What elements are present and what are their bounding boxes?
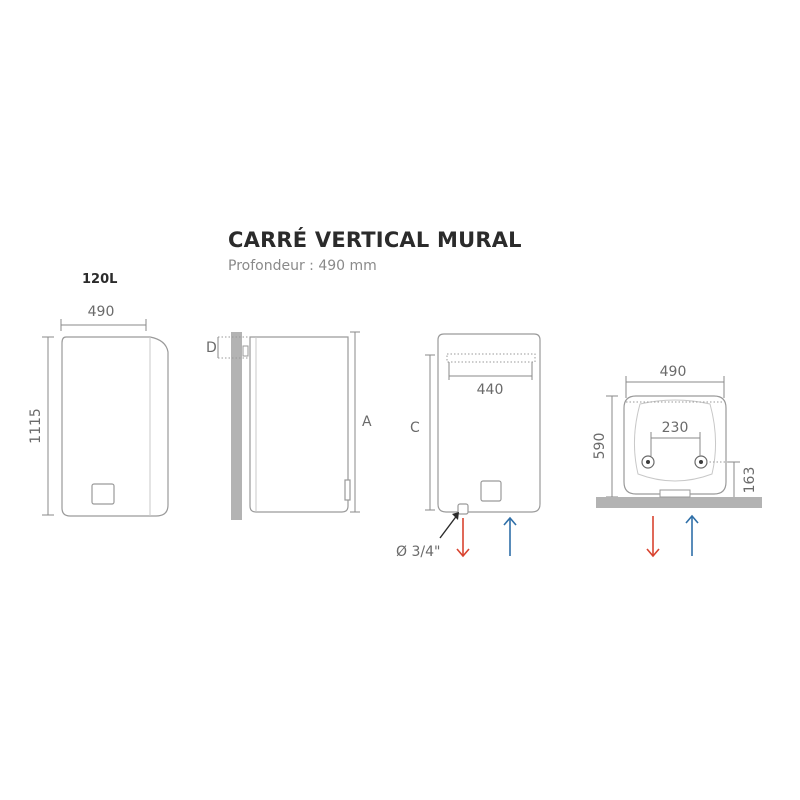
side-view: D A: [206, 331, 372, 520]
back-pipe-leader-head: [452, 512, 459, 520]
bottom-floor: [596, 497, 762, 508]
back-pipe-label: Ø 3/4": [396, 544, 440, 560]
bottom-hot-water-arrow-head: [646, 548, 660, 558]
bottom-cold-fitting-center: [699, 460, 703, 464]
side-wall: [231, 332, 242, 520]
back-pipe-connector: [457, 503, 469, 515]
bottom-tank-inner: [633, 399, 717, 482]
page-subtitle: Profondeur : 490 mm: [228, 258, 377, 274]
bottom-inner-label: 230: [662, 420, 689, 436]
bottom-cold-water-arrow-head: [685, 514, 699, 524]
back-width-label: 440: [477, 382, 504, 398]
back-wall-bracket: [446, 353, 536, 363]
side-control-knob: [344, 479, 351, 501]
bottom-height-label: 590: [592, 433, 608, 460]
page-title: CARRÉ VERTICAL MURAL: [228, 228, 522, 252]
front-tank-body: [61, 336, 169, 517]
bottom-hot-fitting-center: [646, 460, 650, 464]
bottom-tank-body: [623, 395, 727, 495]
back-tank-body: [437, 333, 541, 513]
back-pipe-leader: [439, 513, 459, 539]
model-label: 120L: [82, 272, 118, 287]
front-height-label: 1115: [28, 408, 44, 444]
bottom-view: 490 590 230 163: [592, 364, 762, 558]
front-width-label: 490: [88, 304, 115, 320]
back-label-c: C: [410, 420, 420, 436]
back-hot-water-arrow-head: [456, 548, 470, 558]
side-tank-body: [249, 336, 349, 513]
bottom-width-label: 490: [660, 364, 687, 380]
bottom-support-foot: [659, 489, 691, 498]
front-view: 490 1115: [28, 304, 169, 517]
front-control-panel: [91, 483, 115, 505]
back-control-panel: [480, 480, 502, 502]
side-label-a: A: [362, 414, 372, 430]
side-label-d: D: [206, 340, 217, 356]
side-wall-bracket: [242, 345, 249, 357]
bottom-pipe-height-label: 163: [742, 467, 758, 494]
back-view: C 440 Ø 3/4": [396, 333, 541, 560]
back-cold-water-arrow-head: [503, 516, 517, 526]
